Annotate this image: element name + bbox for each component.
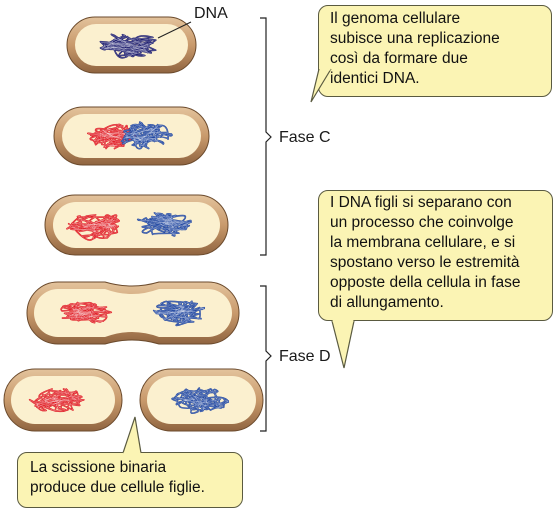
phase-d-bracket (260, 285, 272, 432)
dna-label: DNA (194, 5, 228, 22)
callout-fission: La scissione binaria produce due cellule… (17, 452, 243, 508)
dna-strand-highlight (153, 301, 205, 326)
dna-strand-highlight (29, 388, 85, 412)
dna-strand-highlight (137, 212, 192, 237)
dna-strand (171, 387, 230, 414)
cell-stage-2 (53, 106, 210, 166)
dna-red (28, 388, 85, 413)
dna-blue (171, 387, 230, 414)
callout-line: subisce una replicazione (330, 30, 500, 47)
callout-separation: I DNA figli si separano con un processo … (318, 190, 553, 321)
callout-fission-tail (122, 416, 142, 456)
dna-original (99, 33, 157, 59)
dna-strand-highlight (121, 121, 173, 149)
dna-blue (136, 212, 192, 237)
dna-strand (120, 121, 173, 150)
dna-strand-highlight (171, 387, 229, 414)
dna-strand (87, 123, 139, 150)
callout-line: così da formare due (330, 50, 468, 67)
dna-blue (152, 300, 205, 327)
callout-replication-tail (310, 67, 332, 103)
dna-strand (136, 212, 192, 237)
callout-line: di allungamento. (330, 294, 444, 311)
dna-strand-highlight (60, 302, 112, 323)
phase-c-label: Fase C (279, 129, 331, 146)
daughter-cell-right (139, 368, 264, 432)
dna-red (65, 214, 120, 241)
dna-strand (65, 214, 120, 241)
dna-strand (28, 388, 85, 413)
phase-c-bracket (260, 17, 272, 256)
dna-red (60, 301, 113, 324)
dna-strand-highlight (87, 124, 138, 150)
dna-leader-line (157, 21, 192, 39)
dna-strand-highlight (99, 34, 157, 58)
cell-stage-4 (26, 281, 240, 345)
callout-line: identici DNA. (330, 70, 420, 87)
callout-replication: Il genoma cellulare subisce una replicaz… (318, 5, 552, 97)
dna-red (87, 123, 139, 150)
cell-stage-1 (66, 16, 197, 74)
callout-line: spostano verso le estremità (330, 254, 520, 271)
callout-line: La scissione binaria (30, 459, 167, 476)
callout-line: Il genoma cellulare (330, 10, 461, 27)
dna-strand (60, 301, 113, 324)
cell-stage-3 (44, 194, 229, 256)
dna-strand (152, 300, 205, 327)
callout-line: produce due cellule figlie. (30, 479, 205, 496)
daughter-cell-left (3, 368, 123, 432)
dna-strand-highlight (66, 214, 120, 241)
callout-line: opposte della cellula in fase (330, 274, 521, 291)
callout-line: la membrana cellulare, e si (330, 234, 516, 251)
dna-blue (120, 121, 173, 150)
callout-line: un processo che coinvolge (330, 214, 514, 231)
callout-line: I DNA figli si separano con (330, 194, 512, 211)
dna-strand (99, 33, 157, 59)
phase-d-label: Fase D (279, 348, 331, 365)
callout-separation-tail (331, 319, 355, 369)
